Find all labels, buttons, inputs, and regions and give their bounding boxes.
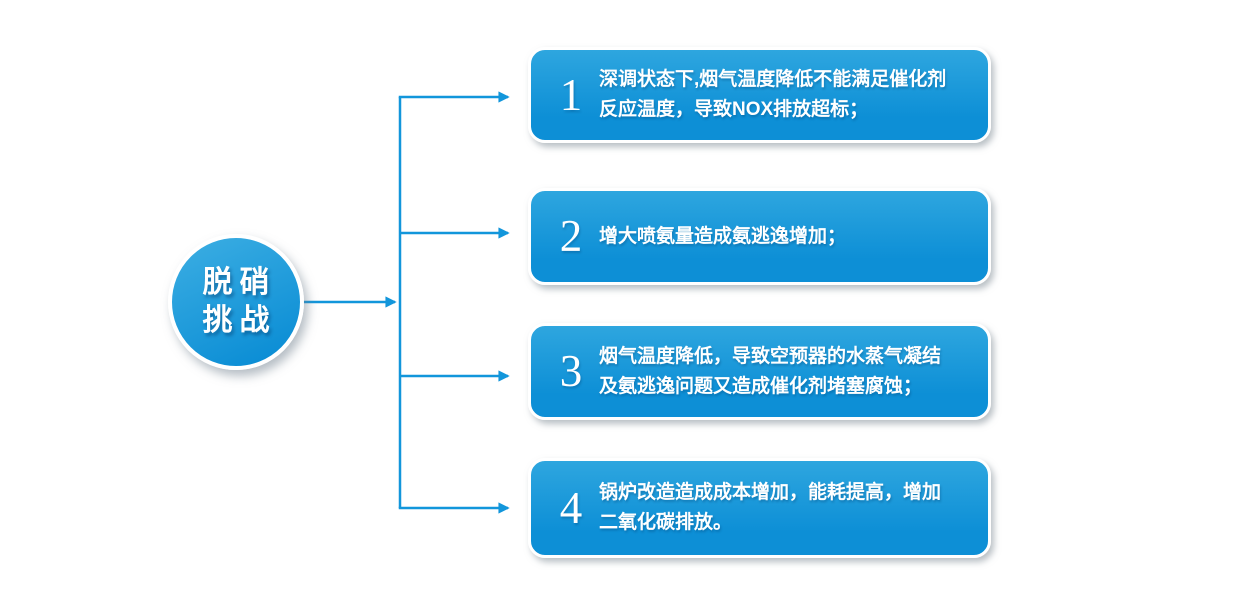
challenge-text-2: 增大喷氨量造成氨逃逸增加；	[599, 225, 847, 247]
challenge-number-2: 2	[559, 211, 583, 261]
challenge-box-3: 3 烟气温度降低，导致空预器的水蒸气凝结及氨逃逸问题又造成催化剂堵塞腐蚀；	[528, 323, 991, 420]
challenge-box-2: 2 增大喷氨量造成氨逃逸增加；	[528, 188, 991, 285]
challenge-number-1: 1	[559, 69, 583, 120]
challenge-box-1: 1 深调状态下,烟气温度降低不能满足催化剂反应温度，导致NOX排放超标；	[528, 47, 991, 143]
hub-title-line2: 挑战	[202, 304, 277, 337]
challenge-text-3: 烟气温度降低，导致空预器的水蒸气凝结及氨逃逸问题又造成催化剂堵塞腐蚀；	[599, 345, 942, 397]
challenge-text-4: 锅炉改造造成成本增加，能耗提高，增加二氧化碳排放。	[599, 482, 942, 533]
challenge-number-4: 4	[559, 482, 583, 533]
hub-node: 脱硝 挑战	[168, 234, 304, 370]
challenge-number-3: 3	[559, 346, 583, 396]
hub-title-line1: 脱硝	[202, 266, 277, 299]
challenge-box-4: 4 锅炉改造造成成本增加，能耗提高，增加二氧化碳排放。	[528, 458, 991, 558]
challenge-text-1: 深调状态下,烟气温度降低不能满足催化剂反应温度，导致NOX排放超标；	[599, 69, 947, 120]
